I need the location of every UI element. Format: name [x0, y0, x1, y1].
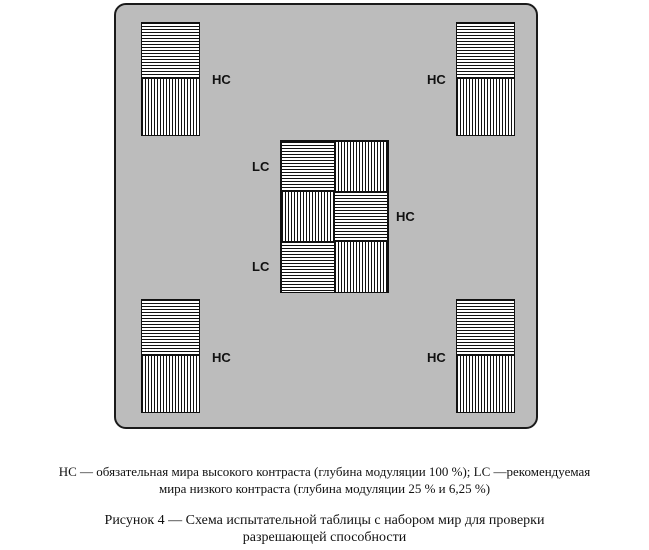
lc-cell-vertical: [334, 241, 388, 292]
hc-label-center: HC: [396, 209, 415, 224]
hc-target-bottom-left: [141, 299, 200, 413]
hc-cell-vertical: [281, 191, 335, 243]
hc-target-top-left: [141, 22, 200, 136]
hc-target-top-right: [456, 22, 515, 136]
vertical-bars: [457, 355, 514, 412]
vertical-bars: [142, 355, 199, 412]
lc-label-lower: LC: [252, 259, 270, 274]
hc-cell-horizontal: [334, 191, 388, 243]
lc-cell-horizontal: [281, 141, 335, 193]
horizontal-bars: [142, 23, 199, 78]
lc-cell-horizontal: [281, 241, 335, 292]
figure-title-line-2: разрешающей способности: [242, 530, 407, 545]
legend-caption-line-2: мира низкого контраста (глубина модуляци…: [158, 481, 491, 496]
horizontal-bars: [457, 23, 514, 78]
horizontal-bars: [142, 300, 199, 355]
vertical-bars: [457, 78, 514, 135]
hc-label-bottom-left: HC: [212, 350, 231, 365]
vertical-bars: [142, 78, 199, 135]
legend-caption-line-1: HC — обязательная мира высокого контраст…: [58, 464, 591, 479]
test-chart-panel: HC HC LC HC LC HC HC: [114, 3, 538, 429]
lc-label-upper: LC: [252, 159, 270, 174]
horizontal-bars: [457, 300, 514, 355]
hc-target-bottom-right: [456, 299, 515, 413]
hc-label-top-left: HC: [212, 72, 231, 87]
center-target-grid: [280, 140, 389, 293]
hc-label-bottom-right: HC: [427, 350, 446, 365]
lc-cell-vertical: [334, 141, 388, 193]
figure-title-line-1: Рисунок 4 — Схема испытательной таблицы …: [104, 513, 545, 528]
hc-label-top-right: HC: [427, 72, 446, 87]
